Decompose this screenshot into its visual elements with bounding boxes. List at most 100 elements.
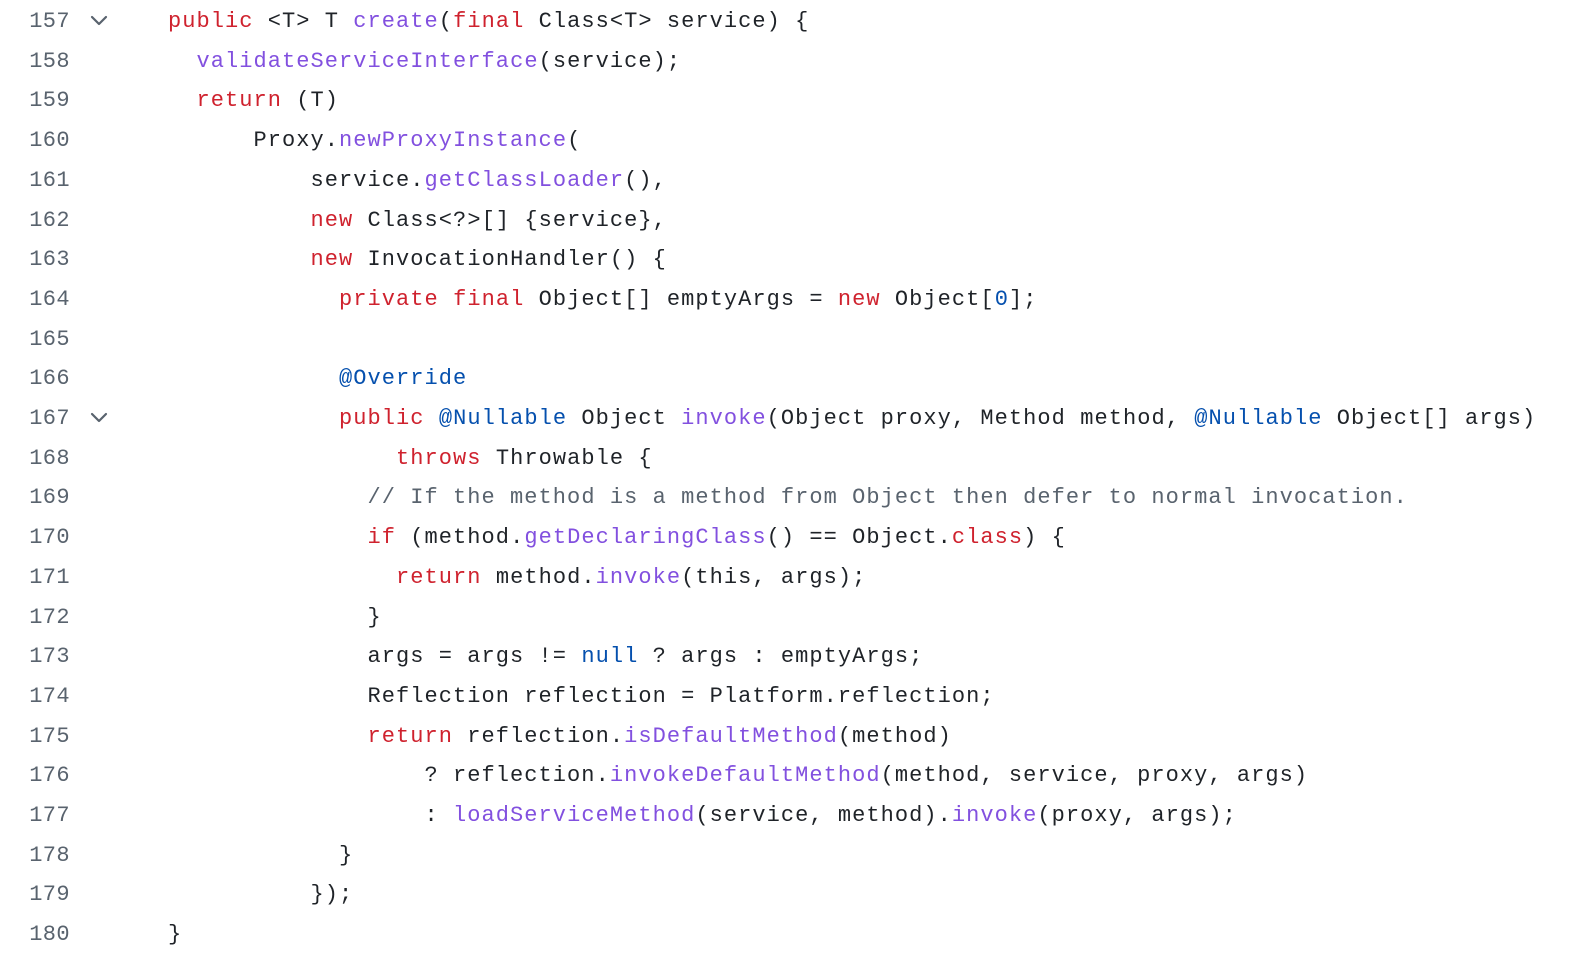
code-line: 177 : loadServiceMethod(service, method)… — [0, 796, 1582, 836]
code-token-keyword: if — [367, 525, 397, 551]
code-token — [168, 88, 197, 113]
line-number[interactable]: 171 — [29, 564, 70, 590]
code-token-function: invoke — [595, 564, 682, 590]
line-number[interactable]: 173 — [29, 644, 70, 670]
code-token: reflection. — [453, 723, 625, 749]
code-line: 171 return method.invoke(this, args); — [0, 558, 1582, 598]
code-text: }); — [168, 882, 353, 908]
line-number[interactable]: 160 — [29, 128, 70, 154]
code-token-function: getClassLoader — [424, 167, 625, 193]
code-line: 162 new Class<?>[] {service}, — [0, 201, 1582, 241]
code-token — [168, 485, 368, 510]
code-token — [425, 406, 439, 431]
line-number[interactable]: 162 — [29, 207, 70, 233]
code-text: service.getClassLoader(), — [168, 168, 667, 194]
line-number[interactable]: 180 — [29, 922, 70, 948]
code-text: return method.invoke(this, args); — [168, 565, 866, 591]
code-token-function: invoke — [681, 406, 767, 431]
code-token: (T) — [282, 88, 340, 114]
code-token: () == Object. — [766, 525, 952, 551]
code-line: 173 args = args != null ? args : emptyAr… — [0, 637, 1582, 677]
line-number[interactable]: 172 — [29, 604, 70, 630]
line-number[interactable]: 161 — [29, 167, 70, 193]
line-number[interactable]: 166 — [29, 366, 70, 392]
code-text: Reflection reflection = Platform.reflect… — [168, 684, 995, 710]
code-token: <T> T — [253, 9, 354, 34]
code-token-keyword: return — [196, 88, 283, 114]
code-token: }); — [168, 882, 354, 908]
code-token-keyword: return — [396, 564, 482, 590]
code-token: ( — [438, 9, 454, 34]
code-token: (Object proxy, Method method, — [766, 406, 1195, 431]
code-token: ) { — [1023, 525, 1066, 551]
line-number[interactable]: 159 — [29, 88, 70, 114]
line-number[interactable]: 174 — [29, 683, 70, 709]
line-number[interactable]: 164 — [29, 286, 70, 312]
code-line: 175 return reflection.isDefaultMethod(me… — [0, 717, 1582, 757]
code-token: (method. — [396, 525, 525, 551]
line-number[interactable]: 167 — [29, 406, 70, 431]
code-token — [168, 49, 197, 74]
code-token: (service); — [538, 48, 682, 74]
code-token-keyword: private — [339, 286, 439, 312]
code-token-keyword: return — [367, 723, 454, 749]
line-number[interactable]: 168 — [29, 445, 70, 471]
code-token-constant: @Override — [339, 366, 468, 392]
code-token-function: getDeclaringClass — [524, 525, 767, 551]
code-line: 167 public @Nullable Object invoke(Objec… — [0, 399, 1582, 439]
code-token-keyword: public — [339, 406, 425, 431]
code-token: Object[] args) — [1322, 406, 1537, 431]
code-token: } — [168, 922, 183, 948]
line-number[interactable]: 158 — [29, 48, 70, 74]
code-token: ]; — [1008, 286, 1038, 312]
line-number[interactable]: 170 — [29, 525, 70, 551]
code-text: // If the method is a method from Object… — [168, 485, 1408, 511]
line-number[interactable]: 175 — [29, 723, 70, 749]
chevron-down-icon[interactable] — [88, 12, 110, 30]
code-token: (this, args); — [681, 564, 867, 590]
code-text: throws Throwable { — [168, 446, 653, 472]
code-token: Proxy. — [168, 128, 340, 154]
code-token: (), — [624, 167, 667, 193]
line-number[interactable]: 157 — [29, 9, 70, 34]
code-line: 158 validateServiceInterface(service); — [0, 42, 1582, 82]
code-text: @Override — [168, 366, 467, 392]
code-token: ( — [567, 128, 582, 154]
code-token: Class<T> service) { — [524, 9, 810, 34]
code-token: args = args != — [168, 644, 582, 670]
code-token — [168, 406, 339, 431]
line-number[interactable]: 179 — [29, 882, 70, 908]
line-number[interactable]: 176 — [29, 763, 70, 789]
code-line: 166 @Override — [0, 359, 1582, 399]
code-token — [168, 287, 339, 312]
line-number[interactable]: 163 — [29, 247, 70, 273]
code-text: return reflection.isDefaultMethod(method… — [168, 724, 952, 750]
code-token-constant: null — [581, 644, 639, 670]
code-line: 163 new InvocationHandler() { — [0, 240, 1582, 280]
code-token — [168, 565, 396, 590]
code-text: args = args != null ? args : emptyArgs; — [168, 644, 923, 670]
line-number[interactable]: 178 — [29, 842, 70, 868]
line-number[interactable]: 165 — [29, 326, 70, 352]
code-token-function: invoke — [951, 803, 1038, 828]
code-line: 179 }); — [0, 875, 1582, 915]
code-text: } — [168, 843, 353, 869]
chevron-down-icon[interactable] — [88, 409, 110, 427]
code-line: 176 ? reflection.invokeDefaultMethod(met… — [0, 756, 1582, 796]
code-token — [168, 208, 311, 233]
code-token-constant: @Nullable — [438, 406, 568, 431]
code-token-keyword: new — [310, 247, 354, 273]
code-text: } — [168, 922, 182, 948]
code-token — [168, 724, 368, 749]
code-token: (service, method). — [695, 803, 952, 828]
code-token-keyword: public — [168, 9, 254, 34]
line-number[interactable]: 169 — [29, 485, 70, 511]
code-token-function: isDefaultMethod — [624, 723, 838, 749]
code-token-function: newProxyInstance — [339, 128, 568, 154]
line-number[interactable]: 177 — [29, 803, 70, 828]
code-text: return (T) — [168, 88, 339, 114]
code-token — [168, 525, 368, 550]
code-token: Object[] emptyArgs = — [524, 286, 838, 312]
